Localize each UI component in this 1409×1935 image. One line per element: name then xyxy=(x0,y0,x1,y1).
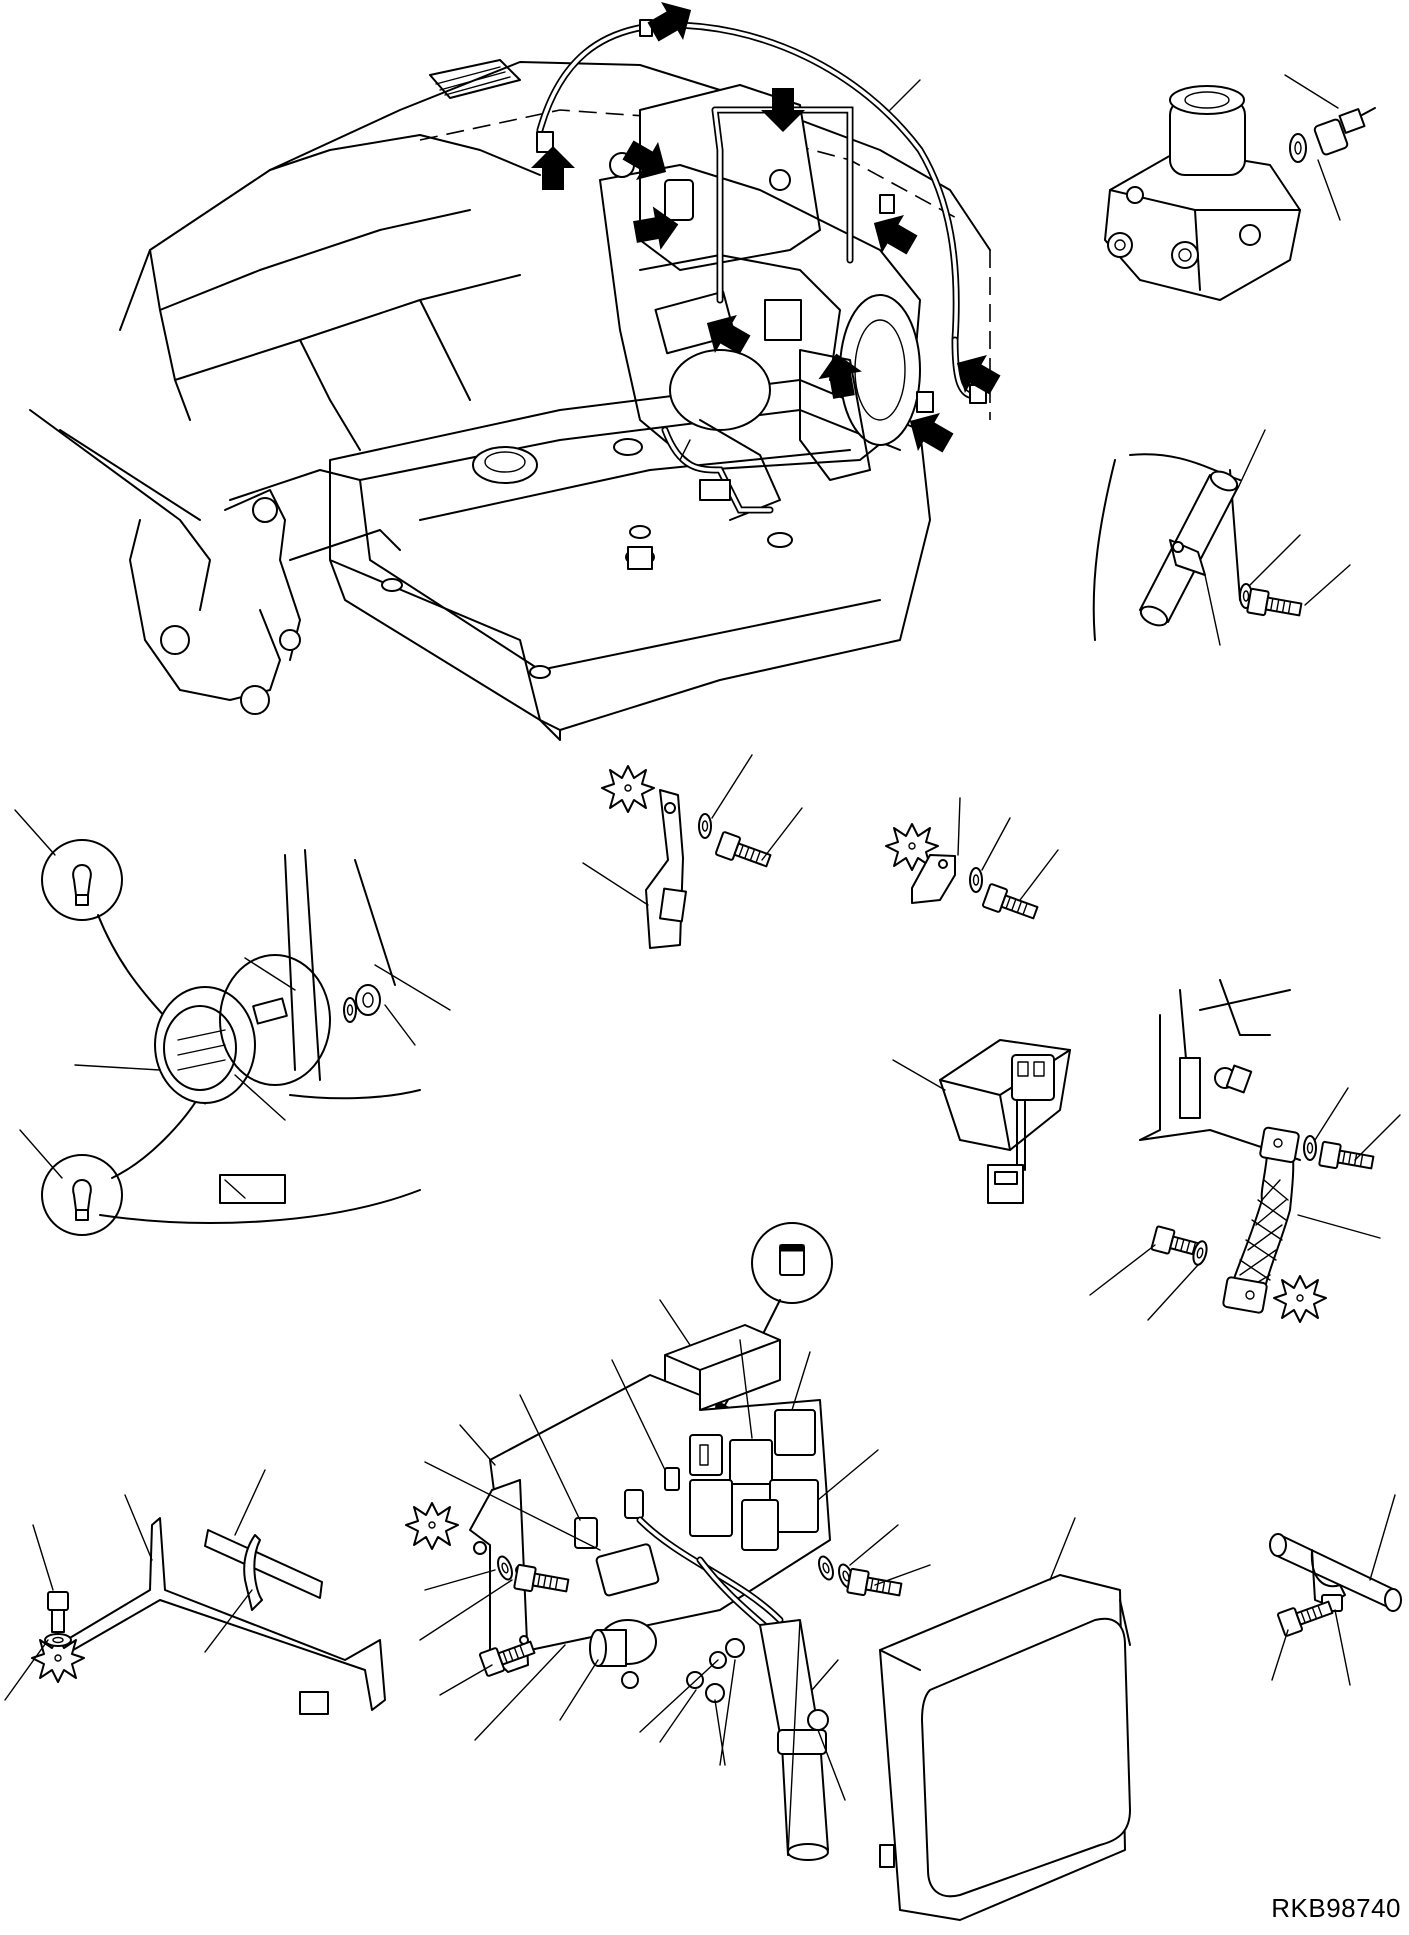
washer xyxy=(815,1553,837,1583)
washer xyxy=(698,813,712,839)
switch-valve-assembly xyxy=(1104,74,1376,301)
ground-strap-detail xyxy=(1089,979,1401,1323)
washer xyxy=(1303,1135,1317,1161)
harness-clip-detail xyxy=(1269,1494,1402,1686)
pressure-sensor xyxy=(1289,107,1376,163)
lamp-detail xyxy=(14,809,451,1236)
buzzer xyxy=(589,1619,657,1689)
bolt xyxy=(981,882,1041,925)
machine-frame-assembly xyxy=(29,0,1006,741)
washer xyxy=(343,997,357,1023)
boom-bracket xyxy=(29,409,401,715)
bulb-icon xyxy=(41,839,123,921)
bolt xyxy=(714,830,774,873)
engine-harness xyxy=(536,19,987,514)
bolt xyxy=(1276,1595,1336,1638)
small-bracket-detail xyxy=(885,797,1059,925)
controller-box xyxy=(879,1517,1131,1921)
break-mark-icon xyxy=(1273,1275,1327,1323)
fuse-icon xyxy=(751,1222,833,1304)
bolt xyxy=(1246,587,1304,623)
harness-bracket-detail xyxy=(4,1469,386,1715)
bulb-icon xyxy=(41,1154,123,1236)
break-mark-icon xyxy=(405,1502,459,1550)
break-mark-icon xyxy=(601,765,655,813)
bolt xyxy=(1318,1140,1376,1176)
washer xyxy=(969,867,983,893)
hose-clamp-detail xyxy=(1092,429,1351,646)
relay-module-detail xyxy=(892,1039,1071,1204)
vent-grille xyxy=(429,59,521,99)
mounting-bracket-detail xyxy=(582,754,803,949)
fuse-relay-panel-detail xyxy=(405,1222,931,1861)
drawing-reference-code: RKB98740 xyxy=(1271,1893,1401,1923)
